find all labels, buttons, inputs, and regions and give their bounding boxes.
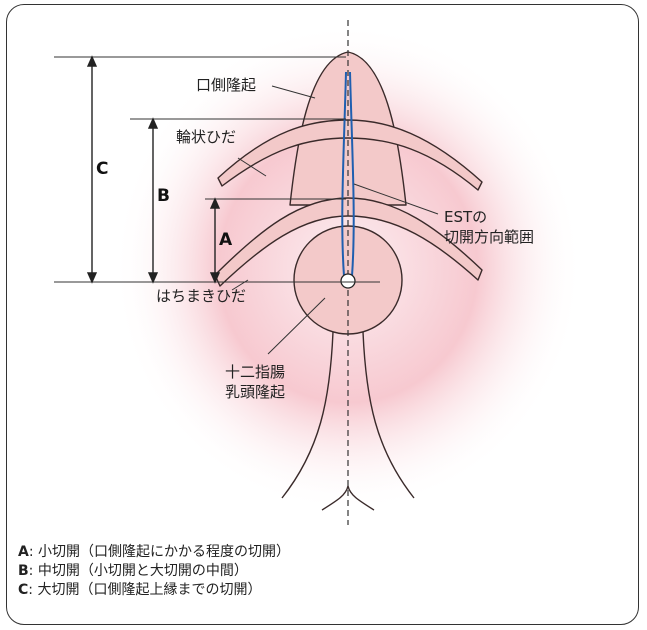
legend-item-b: B: 中切開（小切開と大切開の中間） xyxy=(18,562,290,581)
label-papilla-1: 十二指腸 xyxy=(225,363,285,381)
dimension-label-a: A xyxy=(219,230,232,250)
dimension-label-b: B xyxy=(157,186,170,206)
label-est-direction-2: 切開方向範囲 xyxy=(444,228,534,246)
label-oral-protrusion: 口側隆起 xyxy=(196,76,256,94)
label-circular-fold: 輪状ひだ xyxy=(176,128,236,146)
legend: A: 小切開（口側隆起にかかる程度の切開） B: 中切開（小切開と大切開の中間）… xyxy=(18,543,290,600)
legend-item-a: A: 小切開（口側隆起にかかる程度の切開） xyxy=(18,543,290,562)
label-hachimaki-fold: はちまきひだ xyxy=(156,287,246,305)
dimension-label-c: C xyxy=(96,159,108,179)
label-papilla-2: 乳頭隆起 xyxy=(225,383,285,401)
papilla-orifice xyxy=(341,274,355,288)
legend-item-c: C: 大切開（口側隆起上縁までの切開） xyxy=(18,581,290,600)
label-est-direction-1: ESTの xyxy=(444,208,487,226)
